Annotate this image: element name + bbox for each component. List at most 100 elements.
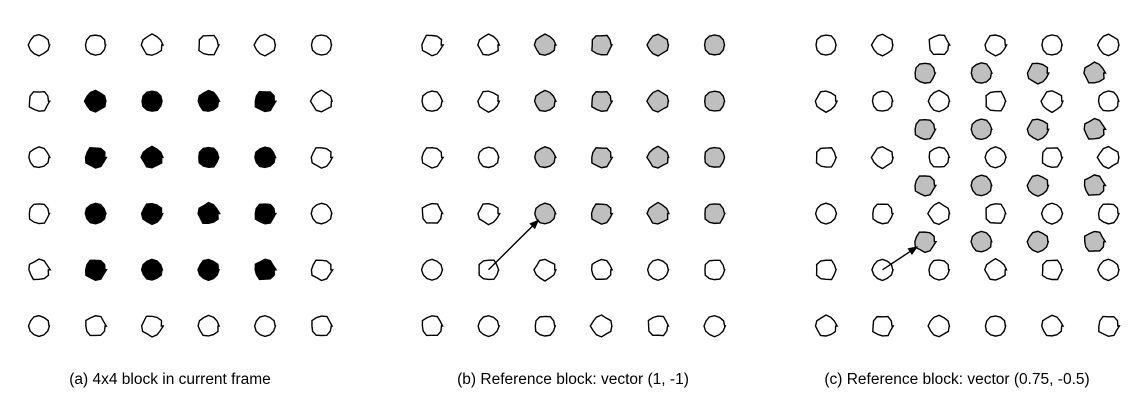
reference-block-pixel [646, 201, 671, 225]
reference-block-pixel [1026, 118, 1050, 141]
grid-pixel [1096, 258, 1120, 282]
grid-pixel [28, 91, 51, 112]
reference-block-pixel [533, 89, 558, 113]
reference-block-pixel [646, 89, 670, 113]
motion-vector-arrow [488, 219, 540, 271]
grid-pixel [477, 90, 501, 113]
grid-pixel [28, 203, 51, 225]
grid-pixel [815, 259, 838, 281]
grid-pixel [477, 202, 501, 226]
grid-pixel [1097, 203, 1120, 225]
reference-block-pixel [914, 118, 937, 141]
reference-block-pixel [970, 174, 993, 197]
reference-block-pixel [1083, 61, 1107, 84]
reference-block-pixel [533, 33, 558, 56]
caption-panel-c: (c) Reference block: vector (0.75, -0.5) [824, 371, 1090, 388]
reference-block-pixel [534, 202, 557, 225]
grid-pixel [870, 33, 894, 57]
grid-pixel [310, 202, 333, 225]
current-block-pixel [140, 203, 164, 226]
current-block-pixel [197, 201, 221, 225]
panel-a-current-frame [27, 33, 334, 338]
reference-block-pixel [703, 90, 726, 112]
current-block-pixel [197, 258, 220, 282]
current-block-pixel [254, 258, 278, 281]
grid-pixel [28, 258, 52, 281]
grid-pixel [815, 34, 838, 56]
grid-pixel [647, 315, 670, 337]
grid-pixel [477, 33, 501, 56]
grid-pixel [28, 146, 51, 169]
grid-pixel [927, 89, 951, 113]
grid-pixel [140, 315, 165, 338]
grid-pixel [815, 147, 838, 168]
grid-pixel [140, 33, 165, 56]
grid-pixel [983, 257, 1008, 281]
grid-pixel [421, 202, 444, 224]
grid-pixel [704, 259, 726, 281]
reference-block-pixel [646, 145, 670, 169]
grid-pixel [253, 314, 277, 338]
reference-block-pixel [970, 118, 993, 141]
grid-pixel [985, 203, 1007, 224]
grid-pixel [871, 258, 894, 282]
grid-pixel [85, 315, 108, 337]
reference-block-pixel [914, 231, 938, 254]
grid-pixel [1041, 259, 1064, 281]
reference-block-pixel [914, 62, 937, 84]
grid-pixel [870, 145, 895, 170]
grid-pixel [310, 34, 333, 56]
current-block-pixel [198, 146, 220, 168]
panel-b-reference-integer [420, 33, 727, 338]
grid-pixel [928, 34, 951, 56]
grid-pixel [477, 315, 501, 338]
caption-panel-b: (b) Reference block: vector (1, -1) [457, 371, 689, 388]
current-block-pixel [140, 258, 164, 281]
grid-pixel [814, 90, 839, 114]
grid-pixel [1041, 147, 1064, 169]
motion-vector-arrow [882, 246, 919, 271]
reference-block-pixel [1083, 117, 1107, 140]
grid-pixel [27, 314, 51, 338]
grid-pixel [703, 315, 727, 338]
panel-c-reference-subpixel [814, 33, 1121, 338]
grid-pixel [477, 146, 500, 169]
grid-pixel [1040, 202, 1064, 225]
grid-pixel [197, 314, 221, 337]
reference-block-pixel [1026, 174, 1050, 197]
grid-pixel [1040, 314, 1065, 337]
grid-pixel [871, 90, 894, 112]
current-block-pixel [84, 147, 108, 169]
grid-pixel [984, 315, 1007, 337]
grid-pixel [1096, 145, 1120, 170]
grid-pixel [589, 314, 613, 338]
grid-pixel [421, 147, 445, 169]
grid-pixel [1096, 33, 1120, 57]
grid-pixel [814, 202, 838, 225]
reference-block-pixel [970, 230, 993, 253]
reference-block-pixel [704, 146, 726, 168]
grid-pixel [534, 315, 557, 337]
current-block-pixel [84, 259, 108, 281]
grid-pixel [646, 258, 670, 281]
reference-block-pixel [533, 146, 557, 169]
grid-pixel [984, 34, 1008, 57]
reference-block-pixel [1026, 62, 1050, 85]
grid-pixel [928, 146, 951, 168]
reference-block-pixel [1084, 230, 1107, 252]
reference-block-pixel [646, 33, 670, 57]
current-block-pixel [83, 89, 107, 113]
current-block-pixel [254, 146, 277, 169]
grid-pixel [1041, 34, 1064, 56]
grid-pixel [1098, 315, 1121, 338]
grid-pixel [928, 259, 951, 281]
grid-pixel [310, 259, 334, 282]
grid-pixel [1040, 90, 1064, 114]
grid-pixel [872, 203, 895, 225]
grid-pixel [253, 33, 277, 57]
grid-pixel [984, 146, 1008, 169]
reference-block-pixel [1026, 230, 1050, 254]
grid-pixel [985, 90, 1007, 112]
reference-block-pixel [970, 62, 993, 84]
grid-pixel [421, 315, 444, 337]
